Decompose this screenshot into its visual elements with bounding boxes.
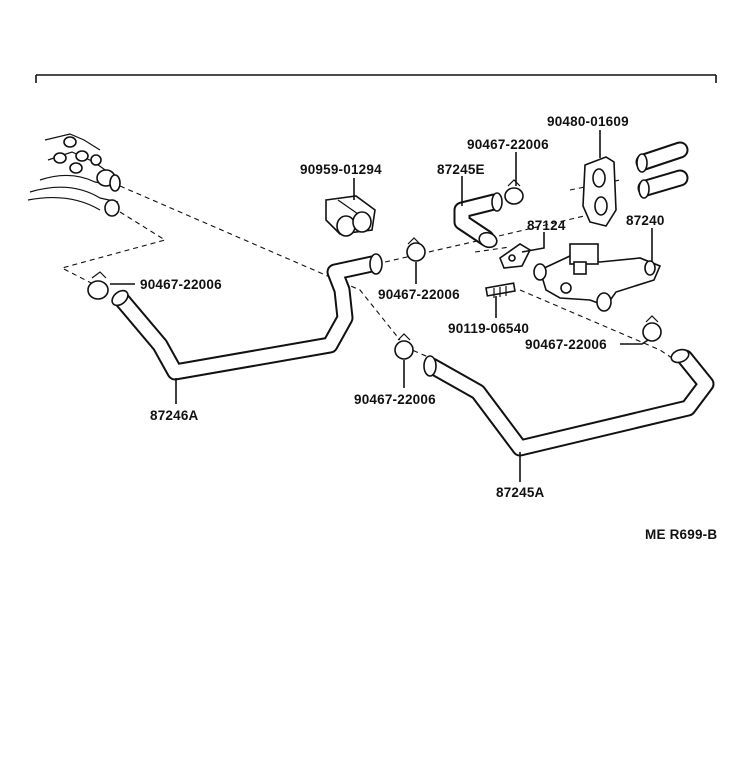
grommet-90480-01609 <box>582 156 617 227</box>
label-clamp-right: 90467-22006 <box>525 337 607 352</box>
clamp-top-icon <box>504 179 524 205</box>
label-87246a: 87246A <box>150 408 199 423</box>
hose-87246a <box>111 253 383 381</box>
hose-87245e <box>453 192 503 249</box>
heater-pipes <box>635 141 689 199</box>
label-clamp-lower: 90467-22006 <box>354 392 436 407</box>
frame-border <box>35 74 717 83</box>
engine-pipes <box>27 133 121 217</box>
clamp-left-icon <box>87 271 109 300</box>
label-clamp-top: 90467-22006 <box>467 137 549 152</box>
clamp-mid-icon <box>406 237 426 262</box>
label-clamp-mid: 90467-22006 <box>378 287 460 302</box>
bracket-87124 <box>499 243 532 269</box>
label-87124: 87124 <box>527 218 566 233</box>
figure-code: ME R699-B <box>645 527 717 542</box>
clip-90959-01294 <box>325 195 376 237</box>
bolt-90119-06540 <box>485 282 516 298</box>
clamp-lower-icon <box>394 333 414 360</box>
leader-lines <box>110 130 653 482</box>
clamp-right-icon <box>642 315 662 342</box>
water-valve-87240 <box>533 243 662 312</box>
label-90480-01609: 90480-01609 <box>547 114 629 129</box>
hose-87245a <box>423 348 715 457</box>
label-87240: 87240 <box>626 213 665 228</box>
label-90119-06540: 90119-06540 <box>448 321 529 336</box>
labels: 90480-01609 90467-22006 90959-01294 8724… <box>140 114 717 542</box>
label-90959-01294: 90959-01294 <box>300 162 382 177</box>
label-87245a: 87245A <box>496 485 545 500</box>
label-clamp-left: 90467-22006 <box>140 277 222 292</box>
label-87245e: 87245E <box>437 162 485 177</box>
